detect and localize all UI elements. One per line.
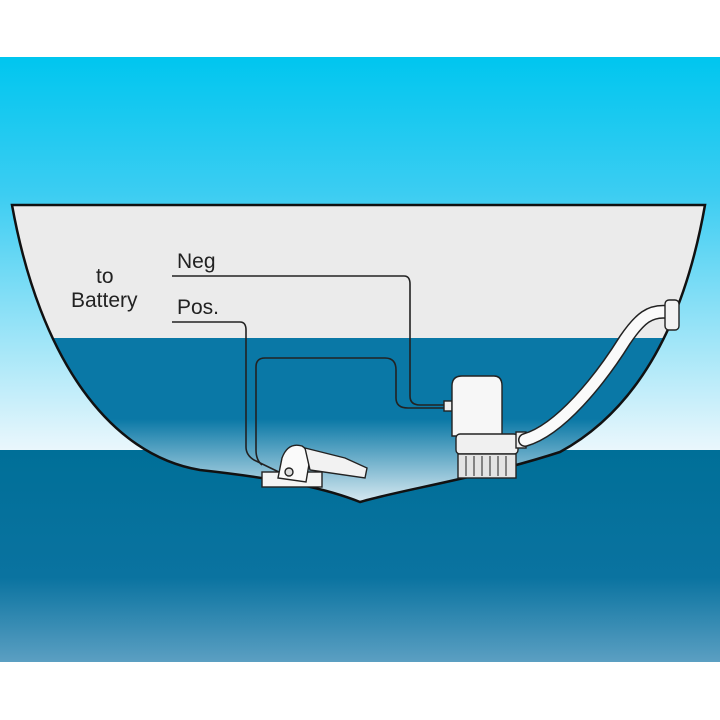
pos-wire <box>172 321 286 476</box>
to-label: to <box>96 265 114 288</box>
thru-hull-fitting <box>664 299 680 331</box>
switch-to-pump-wire <box>255 357 446 466</box>
neg-wire <box>172 275 446 406</box>
neg-label: Neg <box>177 250 216 273</box>
bilge-pump <box>443 375 527 479</box>
discharge-hose <box>518 299 680 447</box>
wires <box>172 275 446 476</box>
pos-label: Pos. <box>177 296 220 319</box>
battery-label: Battery <box>71 289 138 312</box>
float-switch <box>261 444 368 488</box>
